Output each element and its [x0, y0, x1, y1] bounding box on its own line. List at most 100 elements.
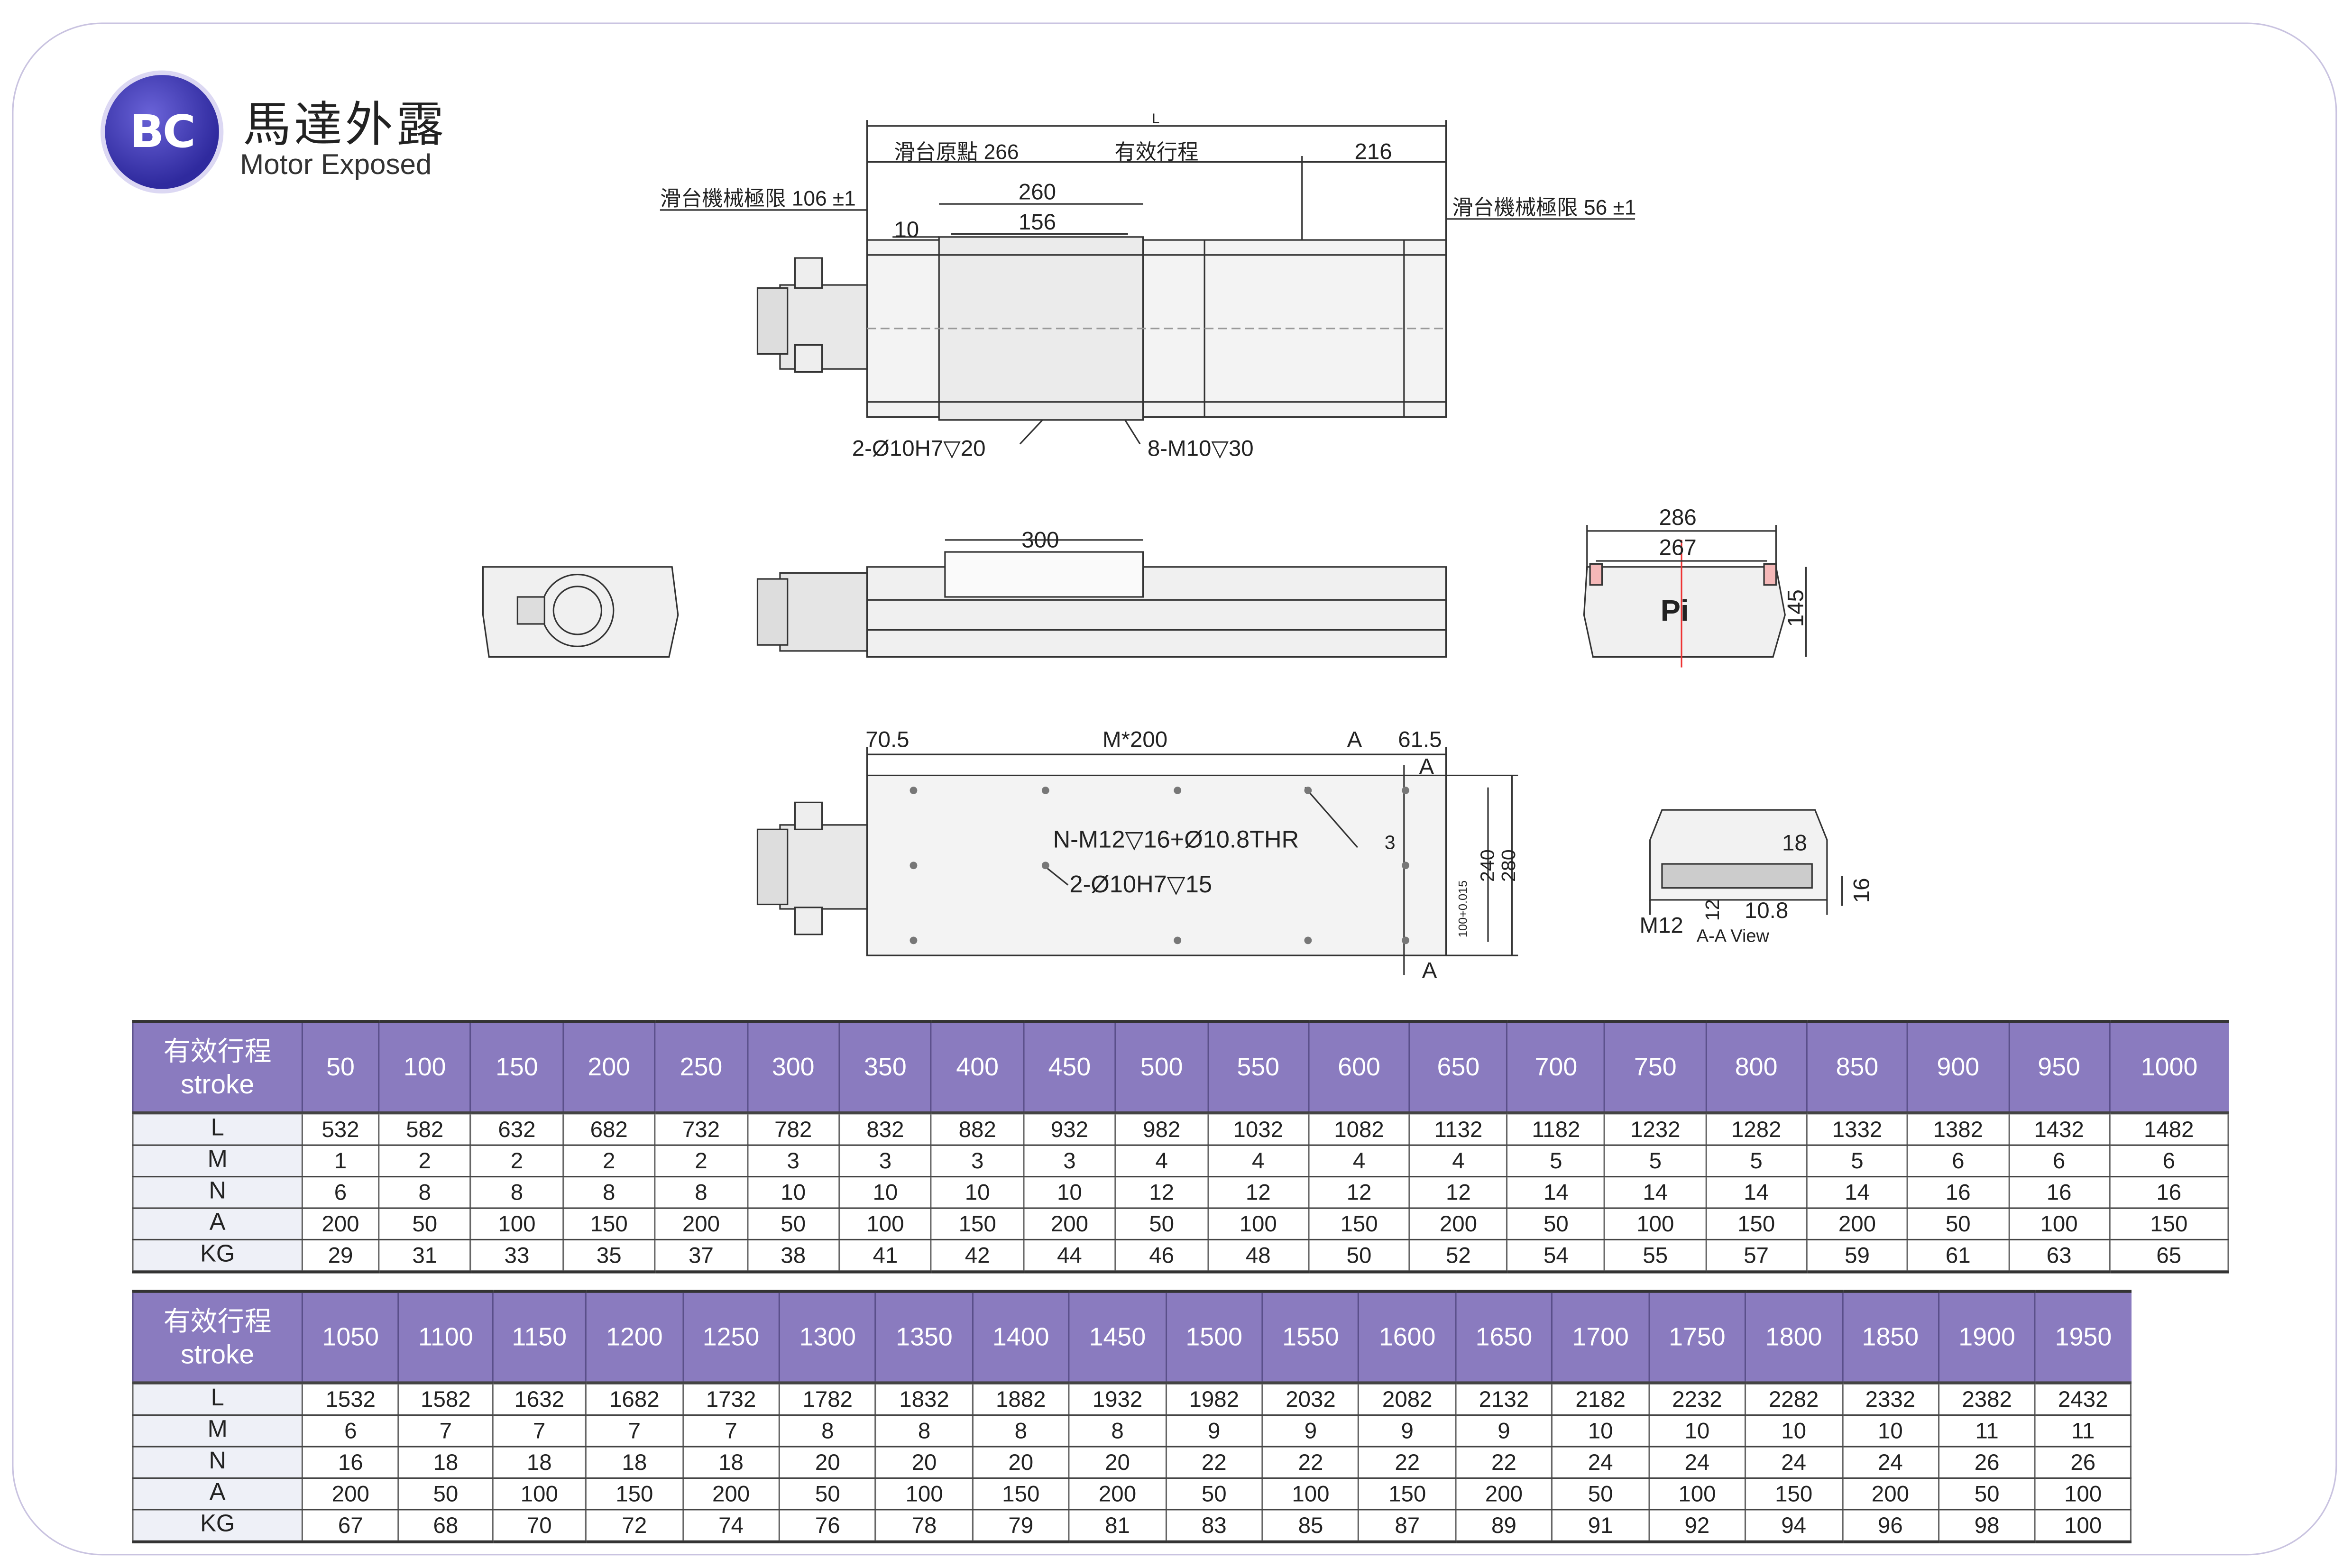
table-cell: 41 — [838, 1238, 932, 1274]
table-cell: 52 — [1408, 1238, 1508, 1274]
table-cell: 1732 — [682, 1382, 781, 1416]
label-effective-stroke: 有效行程 — [1114, 140, 1198, 164]
table-cell: 100 — [2034, 1477, 2132, 1511]
table-cell: 2082 — [1358, 1382, 1457, 1416]
stroke-value: 350 — [838, 1020, 932, 1115]
table-cell: 22 — [1261, 1446, 1360, 1479]
table-cell: 14 — [1506, 1176, 1606, 1209]
table-cell: 100 — [1648, 1477, 1746, 1511]
stroke-value: 1550 — [1261, 1290, 1359, 1385]
table-cell: 2032 — [1261, 1382, 1360, 1416]
stroke-value: 900 — [1907, 1020, 2009, 1115]
table-cell: 8 — [1068, 1414, 1167, 1448]
table-cell: 200 — [1454, 1477, 1553, 1511]
stroke-value: 1350 — [875, 1290, 973, 1385]
table-cell: 5 — [1705, 1144, 1808, 1178]
table-cell: 1532 — [301, 1382, 400, 1416]
table-cell: 200 — [682, 1477, 781, 1511]
table-cell: 10 — [746, 1176, 840, 1209]
table-cell: 7 — [682, 1414, 781, 1448]
stroke-value: 800 — [1705, 1020, 1807, 1115]
table-cell: 1182 — [1506, 1112, 1606, 1146]
table-cell: 4 — [1408, 1144, 1508, 1178]
table-cell: 150 — [1705, 1207, 1808, 1241]
table-cell: 4 — [1114, 1144, 1209, 1178]
title-chinese: 馬達外露 — [243, 96, 447, 153]
stroke-value: 1050 — [301, 1290, 399, 1385]
table-cell: 150 — [585, 1477, 684, 1511]
dim-145: 145 — [1783, 589, 1808, 627]
table-cell: 20 — [778, 1446, 877, 1479]
table-cell: 6 — [301, 1414, 400, 1448]
row-label: N — [132, 1176, 303, 1209]
stroke-value: 1650 — [1454, 1290, 1553, 1385]
stroke-value: 550 — [1207, 1020, 1309, 1115]
section-mark-A: A — [1347, 727, 1362, 752]
table-cell: 24 — [1648, 1446, 1746, 1479]
table-cell: 150 — [2108, 1207, 2229, 1241]
stroke-value: 850 — [1806, 1020, 1908, 1115]
dim-12: 12 — [1701, 899, 1723, 921]
table-cell: 54 — [1506, 1238, 1606, 1274]
brand-logo: Pi — [1661, 595, 1689, 628]
table-cell: 7 — [398, 1414, 494, 1448]
table-cell: 2182 — [1551, 1382, 1650, 1416]
table-cell: 12 — [1408, 1176, 1508, 1209]
stroke-value: 50 — [301, 1020, 379, 1115]
table-cell: 150 — [1745, 1477, 1843, 1511]
row-label: L — [132, 1382, 303, 1416]
table-cell: 200 — [1408, 1207, 1508, 1241]
table-cell: 29 — [301, 1238, 380, 1274]
stroke-header-zh: 有效行程 — [163, 1305, 272, 1336]
table-cell: 35 — [562, 1238, 656, 1274]
table-cell: 37 — [654, 1238, 748, 1274]
table-cell: 22 — [1358, 1446, 1457, 1479]
table-cell: 6 — [301, 1176, 380, 1209]
table-cell: 70 — [491, 1509, 587, 1543]
table-cell: 1 — [301, 1144, 380, 1178]
table-cell: 682 — [562, 1112, 656, 1146]
table-cell: 632 — [470, 1112, 564, 1146]
row-label: KG — [132, 1238, 303, 1274]
table-cell: 16 — [2008, 1176, 2111, 1209]
table-cell: 200 — [301, 1207, 380, 1241]
table-cell: 18 — [398, 1446, 494, 1479]
page-frame — [12, 22, 2337, 1556]
dim-3: 3 — [1385, 831, 1396, 853]
stroke-value: 100 — [377, 1020, 471, 1115]
table-cell: 50 — [1114, 1207, 1209, 1241]
table-cell: 7 — [491, 1414, 587, 1448]
table-cell: 100 — [470, 1207, 564, 1241]
table-cell: 200 — [1068, 1477, 1167, 1511]
table-cell: 200 — [1841, 1477, 1939, 1511]
table-cell: 50 — [1938, 1477, 2036, 1511]
table-cell: 1032 — [1207, 1112, 1310, 1146]
table-cell: 2332 — [1841, 1382, 1939, 1416]
table-cell: 74 — [682, 1509, 781, 1543]
table-cell: 76 — [778, 1509, 877, 1543]
table-cell: 1282 — [1705, 1112, 1808, 1146]
table-cell: 100 — [491, 1477, 587, 1511]
table-cell: 85 — [1261, 1509, 1360, 1543]
table-cell: 2 — [377, 1144, 472, 1178]
row-label: L — [132, 1112, 303, 1146]
stroke-value: 1150 — [491, 1290, 586, 1385]
table-cell: 2232 — [1648, 1382, 1746, 1416]
table-cell: 982 — [1114, 1112, 1209, 1146]
table-cell: 50 — [1165, 1477, 1263, 1511]
section-view — [1649, 809, 1843, 915]
table-cell: 100 — [875, 1477, 974, 1511]
dim-10: 10 — [894, 217, 919, 242]
stroke-value: 650 — [1408, 1020, 1507, 1115]
table-cell: 9 — [1358, 1414, 1457, 1448]
table-cell: 55 — [1604, 1238, 1707, 1274]
table-cell: 5 — [1806, 1144, 1909, 1178]
